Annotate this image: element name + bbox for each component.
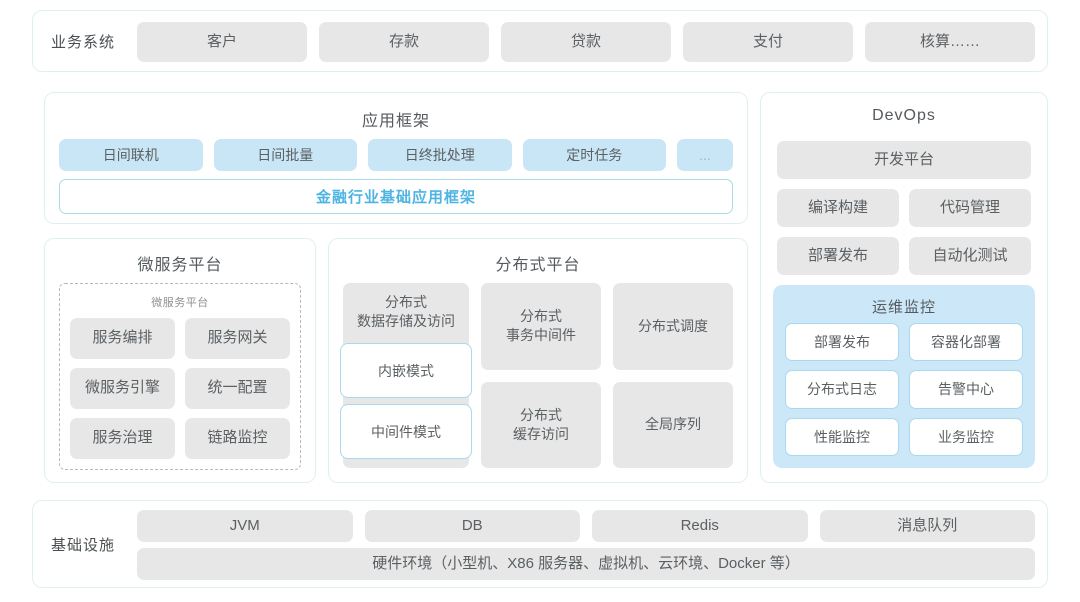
infra-chip-message-queue[interactable]: 消息队列 (819, 510, 1035, 542)
ops-item-container-deploy[interactable]: 容器化部署 (909, 323, 1023, 362)
microservice-platform-panel: 微服务平台 微服务平台 服务编排 服务网关 微服务引擎 统一配置 服务治理 链路… (44, 238, 316, 483)
microservice-item-gateway[interactable]: 服务网关 (185, 318, 290, 359)
infrastructure-row: 基础设施 JVM DB Redis 消息队列 硬件环境（小型机、X86 服务器、… (32, 500, 1048, 588)
distributed-right-grid: 分布式事务中间件 分布式调度 分布式缓存访问 全局序列 (481, 283, 733, 468)
distributed-transaction-middleware[interactable]: 分布式事务中间件 (481, 283, 601, 370)
microservice-platform-title: 微服务平台 (137, 257, 223, 274)
application-framework-chips: 日间联机 日间批量 日终批处理 定时任务 ... (59, 139, 733, 171)
distributed-platform-panel: 分布式平台 分布式 数据存储及访问 内嵌模式 中间件模式 分布式事务中间件 分布… (328, 238, 748, 483)
infrastructure-label: 基础设施 (51, 536, 116, 554)
distributed-data-storage-caption-line2: 数据存储及访问 (357, 312, 455, 329)
distributed-global-sequence[interactable]: 全局序列 (613, 381, 733, 468)
devops-item-grid: 编译构建 代码管理 部署发布 自动化测试 (777, 189, 1031, 275)
ops-monitoring-grid: 部署发布 容器化部署 分布式日志 告警中心 性能监控 业务监控 (785, 323, 1023, 456)
ops-item-business-monitor[interactable]: 业务监控 (909, 417, 1023, 456)
microservice-item-unified-config[interactable]: 统一配置 (185, 368, 290, 409)
ops-item-distributed-log[interactable]: 分布式日志 (785, 370, 899, 409)
devops-item-deploy-release[interactable]: 部署发布 (777, 237, 899, 275)
business-system-row: 业务系统 客户 存款 贷款 支付 核算…… (32, 10, 1048, 72)
distributed-data-storage-block[interactable]: 分布式 数据存储及访问 内嵌模式 中间件模式 (340, 283, 472, 468)
appframe-chip-scheduled-task[interactable]: 定时任务 (522, 139, 666, 171)
ops-item-alert-center[interactable]: 告警中心 (909, 370, 1023, 409)
devops-title: DevOps (872, 107, 936, 124)
distributed-mode-middleware[interactable]: 中间件模式 (340, 404, 472, 459)
application-framework-panel: 应用框架 日间联机 日间批量 日终批处理 定时任务 ... 金融行业基础应用框架 (44, 92, 748, 224)
microservice-inner-dashed-box: 微服务平台 服务编排 服务网关 微服务引擎 统一配置 服务治理 链路监控 (59, 283, 301, 470)
devops-item-automated-test[interactable]: 自动化测试 (909, 237, 1031, 275)
distributed-scheduling[interactable]: 分布式调度 (613, 283, 733, 370)
appframe-chip-more[interactable]: ... (677, 139, 733, 171)
business-chip-payment[interactable]: 支付 (683, 22, 853, 62)
business-chip-loan[interactable]: 贷款 (501, 22, 671, 62)
business-system-chips: 客户 存款 贷款 支付 核算…… (137, 22, 1035, 62)
appframe-chip-daytime-batch[interactable]: 日间批量 (213, 139, 357, 171)
ops-monitoring-block: 运维监控 部署发布 容器化部署 分布式日志 告警中心 性能监控 业务监控 (773, 285, 1035, 468)
appframe-chip-daytime-online[interactable]: 日间联机 (59, 139, 203, 171)
devops-item-code-management[interactable]: 代码管理 (909, 189, 1031, 227)
infra-chip-db[interactable]: DB (364, 510, 580, 542)
infra-hardware-environment[interactable]: 硬件环境（小型机、X86 服务器、虚拟机、云环境、Docker 等） (137, 548, 1035, 580)
ops-monitoring-title: 运维监控 (871, 299, 936, 316)
dist-cache-line1: 分布式 (520, 406, 562, 423)
distributed-platform-title: 分布式平台 (495, 257, 581, 274)
microservice-item-orchestration[interactable]: 服务编排 (70, 318, 175, 359)
distributed-platform-body: 分布式 数据存储及访问 内嵌模式 中间件模式 分布式事务中间件 分布式调度 分布… (340, 283, 733, 468)
devops-panel: DevOps 开发平台 编译构建 代码管理 部署发布 自动化测试 运维监控 部署… (760, 92, 1048, 483)
business-system-label: 业务系统 (51, 33, 116, 51)
ops-item-deploy-release[interactable]: 部署发布 (785, 323, 899, 362)
business-chip-deposit[interactable]: 存款 (319, 22, 489, 62)
business-chip-customer[interactable]: 客户 (137, 22, 307, 62)
application-framework-title: 应用框架 (361, 113, 430, 130)
distributed-data-storage-caption-line1: 分布式 (385, 294, 427, 310)
dist-tx-line1: 分布式 (520, 308, 562, 325)
business-chip-accounting[interactable]: 核算…… (865, 22, 1035, 62)
distributed-data-storage-caption: 分布式 数据存储及访问 (343, 293, 469, 331)
microservice-inner-title: 微服务平台 (151, 297, 209, 309)
devops-item-build[interactable]: 编译构建 (777, 189, 899, 227)
microservice-item-grid: 服务编排 服务网关 微服务引擎 统一配置 服务治理 链路监控 (70, 318, 290, 459)
microservice-item-engine[interactable]: 微服务引擎 (70, 368, 175, 409)
financial-base-framework-banner: 金融行业基础应用框架 (59, 179, 733, 214)
devops-dev-platform[interactable]: 开发平台 (777, 141, 1031, 179)
microservice-item-trace-monitor[interactable]: 链路监控 (185, 418, 290, 459)
infra-chip-jvm[interactable]: JVM (137, 510, 353, 542)
infra-chip-redis[interactable]: Redis (592, 510, 808, 542)
infrastructure-chips: JVM DB Redis 消息队列 (137, 510, 1035, 542)
dist-cache-line2: 缓存访问 (513, 425, 569, 442)
dist-tx-line2: 事务中间件 (506, 327, 576, 344)
ops-item-performance-monitor[interactable]: 性能监控 (785, 417, 899, 456)
microservice-item-governance[interactable]: 服务治理 (70, 418, 175, 459)
appframe-chip-eod-batch[interactable]: 日终批处理 (368, 139, 512, 171)
distributed-mode-embedded[interactable]: 内嵌模式 (340, 343, 472, 398)
distributed-cache-access[interactable]: 分布式缓存访问 (481, 381, 601, 468)
